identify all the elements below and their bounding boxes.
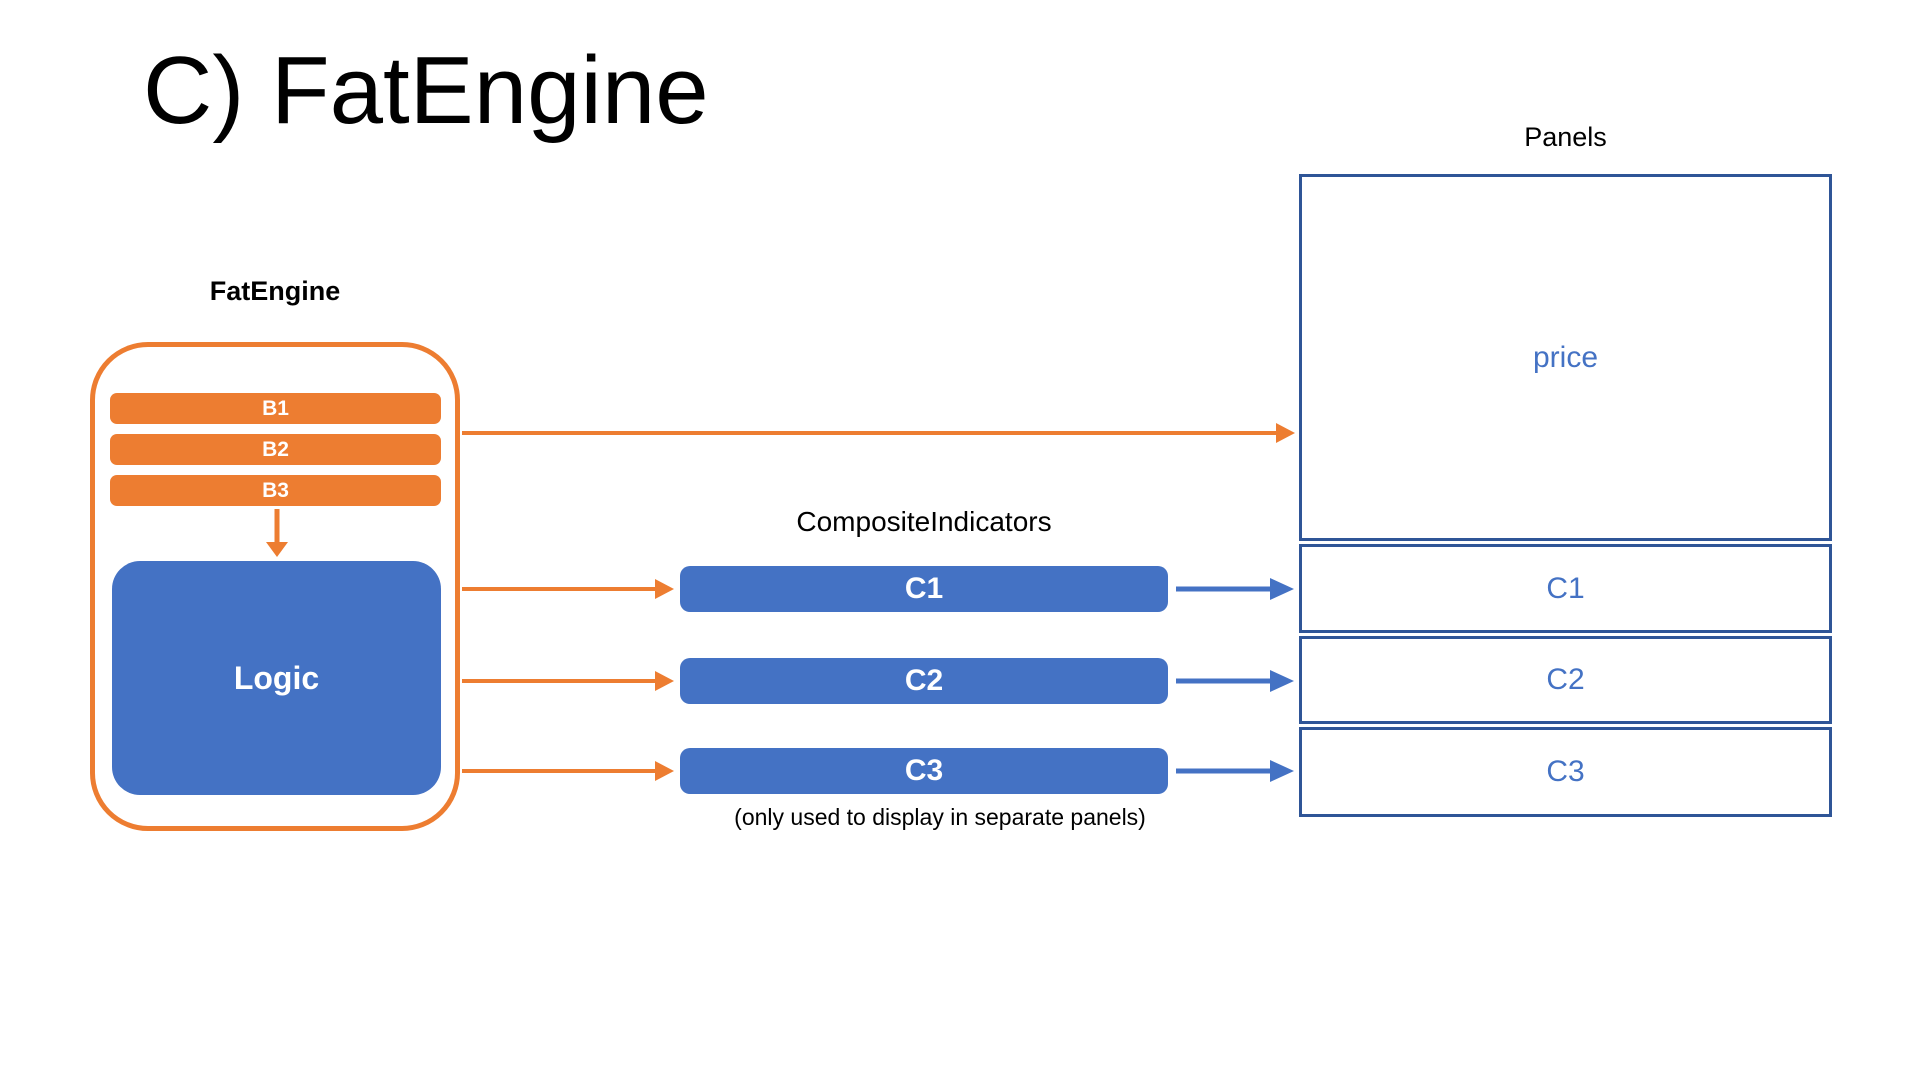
- arrow-fatengine-to-c3: [462, 760, 674, 782]
- panel-price: price: [1299, 174, 1832, 541]
- panels-title: Panels: [1524, 122, 1607, 152]
- arrow-head-icon: [1270, 670, 1294, 692]
- logic-box: Logic: [112, 561, 441, 795]
- arrow-shaft: [462, 431, 1280, 435]
- panel-c2: C2: [1299, 636, 1832, 724]
- buffer-bar-b1: B1: [110, 393, 441, 424]
- arrow-shaft: [274, 509, 280, 544]
- arrow-fatengine-to-price-panel: [462, 422, 1295, 444]
- arrow-b3-to-logic: [265, 509, 289, 557]
- arrow-shaft: [1176, 586, 1279, 592]
- arrow-c3-to-panel: [1176, 760, 1294, 782]
- arrow-shaft: [1176, 768, 1279, 774]
- panel-c1: C1: [1299, 544, 1832, 633]
- arrow-shaft: [462, 679, 659, 683]
- arrow-head-icon: [1270, 578, 1294, 600]
- arrow-shaft: [462, 587, 659, 591]
- composite-indicators-title: CompositeIndicators: [796, 506, 1052, 537]
- arrow-head-icon: [655, 579, 674, 599]
- arrow-head-icon: [655, 761, 674, 781]
- buffer-bar-b3: B3: [110, 475, 441, 506]
- arrow-fatengine-to-c1: [462, 578, 674, 600]
- arrow-head-icon: [655, 671, 674, 691]
- composite-bar-c3: C3: [680, 748, 1168, 794]
- arrow-fatengine-to-c2: [462, 670, 674, 692]
- composite-note: (only used to display in separate panels…: [734, 804, 1146, 830]
- arrow-head-icon: [266, 542, 288, 557]
- arrow-head-icon: [1276, 423, 1295, 443]
- buffer-bar-b2: B2: [110, 434, 441, 465]
- page-title: C) FatEngine: [143, 37, 709, 144]
- fatengine-group-label: FatEngine: [209, 276, 341, 306]
- arrow-shaft: [462, 769, 659, 773]
- composite-bar-c1: C1: [680, 566, 1168, 612]
- panel-c3: C3: [1299, 727, 1832, 817]
- arrow-head-icon: [1270, 760, 1294, 782]
- arrow-c1-to-panel: [1176, 578, 1294, 600]
- composite-bar-c2: C2: [680, 658, 1168, 704]
- arrow-c2-to-panel: [1176, 670, 1294, 692]
- arrow-shaft: [1176, 678, 1279, 684]
